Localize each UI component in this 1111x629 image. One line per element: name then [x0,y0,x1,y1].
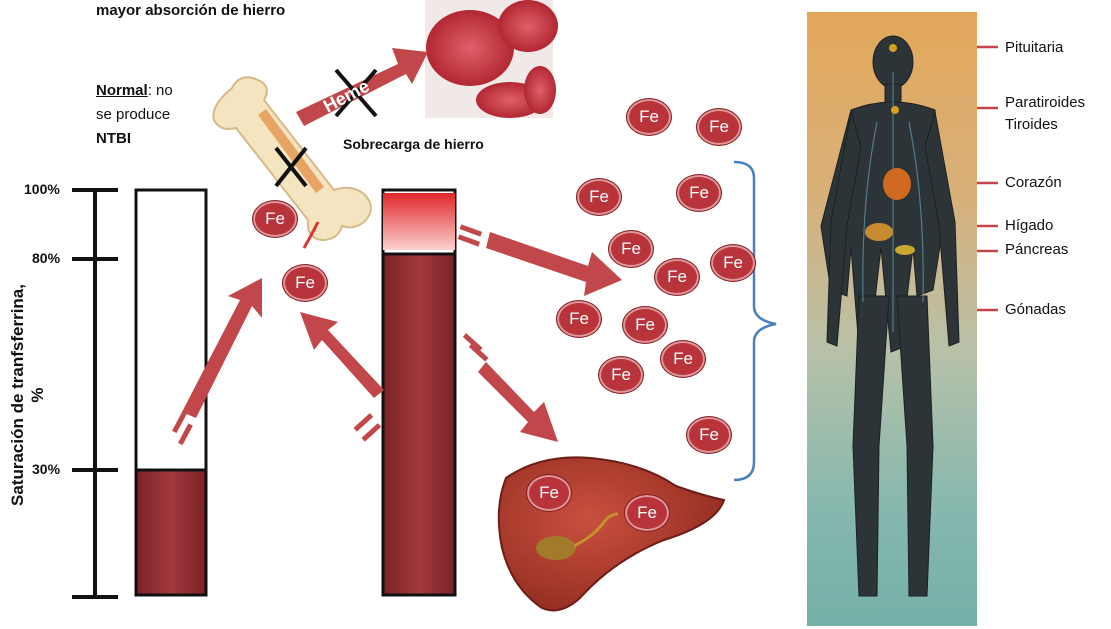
iron-particle: Fe [626,98,672,136]
iron-particle: Fe [282,264,328,302]
organ-label-pituitaria: Pituitaria [1005,39,1063,56]
iron-particle: Fe [654,258,700,296]
iron-particle: Fe [576,178,622,216]
iron-particle: Fe [686,416,732,454]
normal-title: Normal [96,82,148,99]
iron-particle: Fe [608,230,654,268]
normal-note: Normal: no se produce NTBI [96,79,216,151]
organ-label-tiroides: Tiroides [1005,116,1058,133]
iron-particle: Fe [624,494,670,532]
iron-particle: Fe [252,200,298,238]
y-axis-label: Saturación de tranfsferrina, % [8,275,48,515]
normal-line3: NTBI [96,127,216,151]
organ-label-gonadas: Gónadas [1005,301,1066,318]
iron-particle: Fe [660,340,706,378]
tick-80: 80% [32,250,60,266]
human-body-figure [807,12,977,626]
organ-label-higado: Hígado [1005,217,1053,234]
overload-label: Sobrecarga de hierro [343,136,484,152]
overload-bar [383,190,455,595]
y-axis [72,190,118,597]
normal-rest: : no [148,82,173,99]
human-body-panel [807,12,977,626]
tick-100: 100% [24,181,60,197]
tick-30: 30% [32,461,60,477]
iron-particle: Fe [696,108,742,146]
top-caption: mayor absorción de hierro [96,2,285,19]
iron-particle: Fe [526,474,572,512]
organ-label-paratiroides: Paratiroides [1005,94,1085,111]
organ-label-pancreas: Páncreas [1005,241,1068,258]
red-blood-cells [425,0,558,118]
normal-line2: se produce [96,103,216,127]
brace [734,162,776,480]
iron-particle: Fe [676,174,722,212]
iron-particle: Fe [622,306,668,344]
organ-label-corazon: Corazón [1005,174,1062,191]
iron-particle: Fe [556,300,602,338]
iron-particle: Fe [710,244,756,282]
iron-particle: Fe [598,356,644,394]
